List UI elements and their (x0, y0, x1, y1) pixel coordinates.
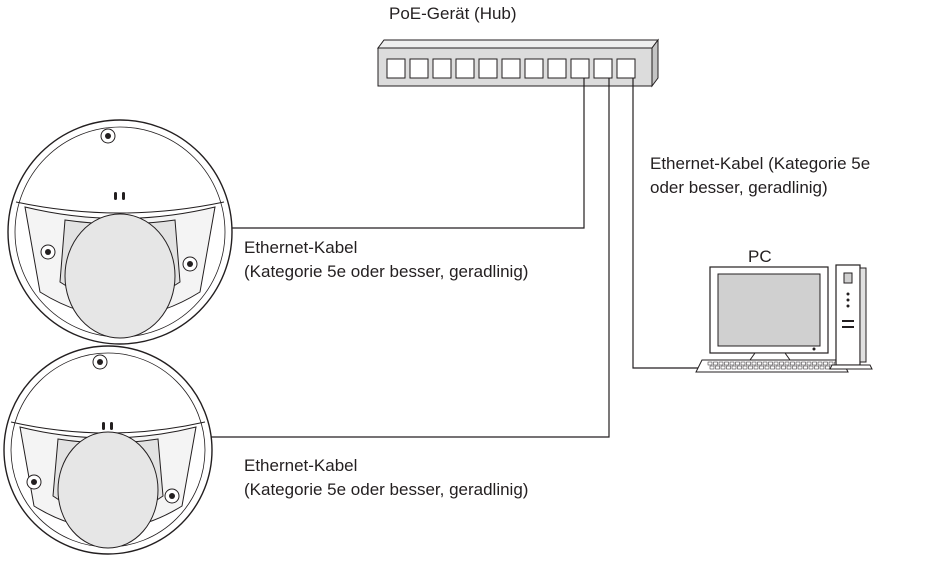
keyboard-key (753, 365, 759, 370)
hub-port (478, 58, 498, 79)
keyboard-key (797, 365, 803, 370)
cable-label-line-1: Ethernet-Kabel (244, 456, 358, 475)
keyboard-key (759, 365, 764, 370)
keyboard-key (775, 365, 781, 370)
camera-2-cable-label: Ethernet-Kabel (Kategorie 5e oder besser… (244, 454, 528, 502)
keyboard-key (715, 365, 720, 370)
hub-port (386, 58, 406, 79)
keyboard-key (792, 365, 797, 370)
cable-camera-2 (208, 78, 610, 438)
pc-monitor (709, 266, 829, 361)
keyboard-keys (707, 361, 841, 370)
cable-label-line-2: oder besser, geradlinig) (650, 178, 828, 197)
keyboard-key (764, 365, 770, 370)
keyboard-key (806, 361, 812, 366)
pc-keyboard (695, 359, 849, 373)
keyboard-key (707, 361, 713, 366)
cable-label-line-2: (Kategorie 5e oder besser, geradlinig) (244, 262, 529, 281)
keyboard-key (746, 361, 751, 366)
camera-1-cable-label: Ethernet-Kabel (Kategorie 5e oder besser… (244, 236, 528, 284)
pc-cable-label: Ethernet-Kabel (Kategorie 5e oder besser… (650, 152, 870, 200)
dome-camera-2 (3, 345, 213, 555)
keyboard-key (786, 365, 792, 370)
keyboard-key (726, 365, 731, 370)
hub-label: PoE-Gerät (Hub) (389, 4, 517, 23)
keyboard-key (737, 365, 742, 370)
keyboard-key (751, 361, 757, 366)
keyboard-key (828, 361, 834, 366)
keyboard-key (819, 365, 825, 370)
keyboard-key (808, 365, 814, 370)
hub-port (432, 58, 452, 79)
hub-port (455, 58, 475, 79)
keyboard-key (768, 361, 773, 366)
keyboard-key (790, 361, 795, 366)
hub-port (616, 58, 636, 79)
keyboard-key (770, 365, 775, 370)
pc (695, 264, 873, 373)
keyboard-key (773, 361, 779, 366)
keyboard-key (817, 361, 823, 366)
keyboard-key (731, 365, 737, 370)
hub-port (593, 58, 613, 79)
dome-camera-1 (7, 119, 233, 345)
hub-port (409, 58, 429, 79)
keyboard-key (803, 365, 808, 370)
keyboard-key (757, 361, 762, 366)
hub-port (547, 58, 567, 79)
keyboard-key (781, 365, 786, 370)
keyboard-key (812, 361, 817, 366)
hub-port (570, 58, 590, 79)
keyboard-key (713, 361, 718, 366)
cable-label-line-1: Ethernet-Kabel (244, 238, 358, 257)
keyboard-key (709, 365, 715, 370)
hub-ports (386, 58, 636, 79)
keyboard-key (801, 361, 806, 366)
hub-port (501, 58, 521, 79)
cable-camera-1 (222, 78, 585, 229)
keyboard-key (814, 365, 819, 370)
cable-label-line-2: (Kategorie 5e oder besser, geradlinig) (244, 480, 529, 499)
keyboard-key (795, 361, 801, 366)
pc-tower (829, 264, 873, 370)
keyboard-key (779, 361, 784, 366)
keyboard-key (784, 361, 790, 366)
keyboard-key (742, 365, 748, 370)
cable-pc (632, 78, 710, 369)
keyboard-key (718, 361, 724, 366)
keyboard-key (823, 361, 828, 366)
keyboard-key (735, 361, 740, 366)
keyboard-key (762, 361, 768, 366)
keyboard-key (724, 361, 729, 366)
ethernet-cables (208, 78, 710, 438)
keyboard-key (740, 361, 746, 366)
keyboard-key (825, 365, 830, 370)
hub-port (524, 58, 544, 79)
poe-hub (377, 38, 659, 88)
keyboard-key (729, 361, 735, 366)
pc-label: PC (748, 247, 772, 266)
keyboard-key (748, 365, 753, 370)
keyboard-key (720, 365, 726, 370)
cable-label-line-1: Ethernet-Kabel (Kategorie 5e (650, 154, 871, 173)
